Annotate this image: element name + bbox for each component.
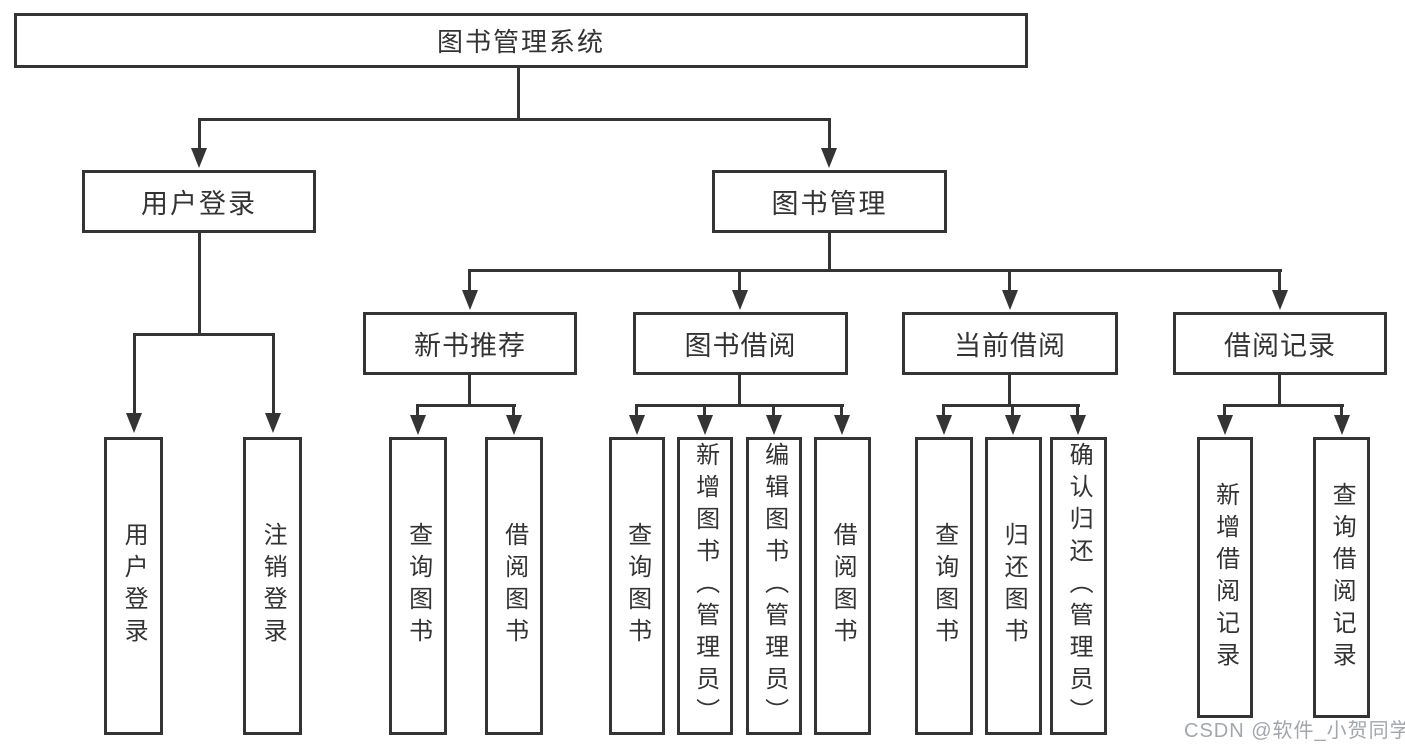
leaf-label: 编辑图书（管理员） (760, 442, 788, 730)
connector-arrowhead (1334, 415, 1350, 435)
connector-arrowhead (936, 415, 952, 435)
connector-line (198, 233, 201, 336)
connector-arrowhead (1005, 415, 1021, 435)
connector-line (1223, 406, 1226, 417)
node-label: 用户登录 (141, 189, 257, 219)
node-label: 借阅记录 (1224, 331, 1336, 361)
leaf-borrow-books-borrowing: 借阅图书 (814, 437, 871, 735)
leaf-label: 查询图书 (930, 522, 958, 650)
connector-line (1278, 375, 1281, 406)
leaf-query-books-newbook: 查询图书 (389, 437, 447, 735)
connector-line (1008, 271, 1011, 291)
leaf-label: 查询图书 (404, 522, 432, 650)
connector-line (198, 120, 201, 150)
connector-line (772, 406, 775, 417)
leaf-add-book-admin: 新增图书（管理员） (677, 437, 733, 735)
connector-line (512, 406, 515, 417)
connector-line (272, 335, 275, 415)
connector-line (133, 335, 136, 415)
connector-arrowhead (766, 415, 782, 435)
connector-line (635, 406, 638, 417)
connector-line (468, 375, 471, 406)
connector-line (416, 406, 419, 417)
connector-arrowhead (506, 415, 522, 435)
watermark-text: CSDN @软件_小贺同学 (1184, 720, 1405, 742)
connector-arrowhead (732, 290, 748, 310)
node-current-borrowing: 当前借阅 (902, 312, 1118, 375)
leaf-edit-book-admin: 编辑图书（管理员） (746, 437, 802, 735)
leaf-user-login: 用户登录 (104, 437, 163, 735)
connector-line (738, 375, 741, 406)
connector-line (468, 269, 1282, 272)
connector-arrowhead (1070, 415, 1086, 435)
connector-line (828, 120, 831, 150)
connector-line (828, 233, 831, 272)
leaf-return-books: 归还图书 (985, 437, 1042, 735)
connector-line (1008, 375, 1011, 406)
connector-arrowhead (1272, 290, 1288, 310)
leaf-confirm-return-admin: 确认归还（管理员） (1050, 437, 1107, 735)
connector-line (133, 333, 275, 336)
leaf-label: 确认归还（管理员） (1065, 442, 1093, 730)
node-label: 图书管理系统 (436, 27, 605, 57)
leaf-borrow-books-newbook: 借阅图书 (485, 437, 543, 735)
connector-line (416, 404, 516, 407)
connector-line (635, 404, 844, 407)
node-new-book-recommend: 新书推荐 (363, 312, 577, 375)
leaf-query-books-current: 查询图书 (915, 437, 973, 735)
leaf-label: 注销登录 (259, 522, 287, 650)
node-borrowing-records: 借阅记录 (1173, 312, 1387, 375)
leaf-label: 用户登录 (120, 522, 148, 650)
leaf-label: 归还图书 (1000, 522, 1028, 650)
connector-line (1011, 406, 1014, 417)
node-label: 图书借阅 (684, 331, 797, 361)
node-book-management: 图书管理 (712, 170, 947, 233)
node-library-management-system: 图书管理系统 (14, 13, 1028, 68)
connector-line (1076, 406, 1079, 417)
connector-line (942, 404, 1080, 407)
connector-arrowhead (697, 415, 713, 435)
connector-arrowhead (1217, 415, 1233, 435)
connector-line (1223, 404, 1344, 407)
leaf-label: 新增图书（管理员） (691, 442, 719, 730)
connector-arrowhead (265, 413, 281, 433)
leaf-query-borrow-record: 查询借阅记录 (1313, 437, 1370, 718)
connector-arrowhead (629, 415, 645, 435)
node-label: 当前借阅 (954, 331, 1066, 361)
connector-line (942, 406, 945, 417)
connector-arrowhead (462, 290, 478, 310)
leaf-query-books-borrowing: 查询图书 (609, 437, 665, 735)
leaf-label: 查询借阅记录 (1328, 481, 1356, 674)
leaf-label: 查询图书 (623, 522, 651, 650)
leaf-label: 新增借阅记录 (1211, 481, 1239, 674)
leaf-label: 借阅图书 (829, 522, 857, 650)
connector-arrowhead (821, 148, 837, 168)
connector-line (468, 271, 471, 291)
node-label: 新书推荐 (414, 331, 526, 361)
node-user-login: 用户登录 (82, 170, 316, 233)
connector-line (1278, 271, 1281, 291)
node-book-borrowing: 图书借阅 (633, 312, 848, 375)
leaf-label: 借阅图书 (500, 522, 528, 650)
leaf-add-borrow-record: 新增借阅记录 (1197, 437, 1253, 718)
connector-line (738, 271, 741, 291)
connector-line (517, 68, 520, 121)
connector-arrowhead (834, 415, 850, 435)
connector-arrowhead (191, 148, 207, 168)
leaf-logout-login: 注销登录 (243, 437, 302, 735)
connector-line (198, 118, 831, 121)
connector-line (703, 406, 706, 417)
node-label: 图书管理 (771, 189, 888, 219)
connector-arrowhead (410, 415, 426, 435)
connector-arrowhead (126, 413, 142, 433)
connector-line (1340, 406, 1343, 417)
connector-arrowhead (1002, 290, 1018, 310)
connector-line (840, 406, 843, 417)
